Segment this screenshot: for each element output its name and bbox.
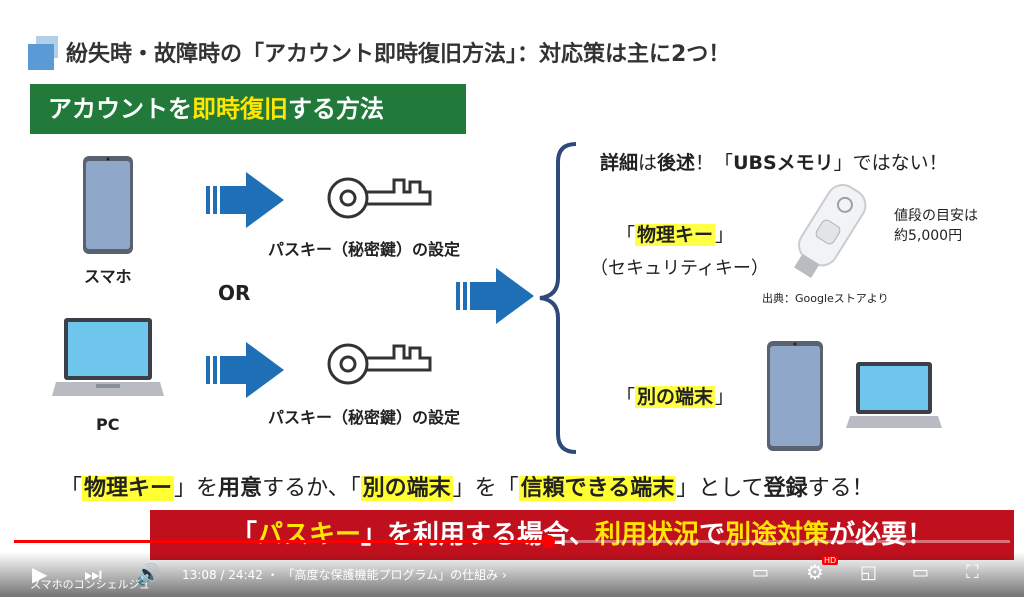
fullscreen-icon[interactable]: ⛶ xyxy=(966,562,979,583)
physical-key-label: 「物理キー」 xyxy=(616,224,735,246)
banner-text: する方法 xyxy=(288,95,384,123)
subtitles-icon[interactable]: ▭ xyxy=(752,562,770,583)
price-note: 値段の目安は 約5,000円 xyxy=(894,208,978,244)
laptop-icon xyxy=(846,362,942,428)
brace-icon xyxy=(539,142,577,454)
miniplayer-icon[interactable]: ◱ xyxy=(860,562,878,583)
passkey-label: パスキー（秘密鍵）の設定 xyxy=(268,408,461,427)
passkey-label: パスキー（秘密鍵）の設定 xyxy=(268,240,461,259)
method-banner: アカウントを即時復旧する方法 xyxy=(30,84,466,134)
pc-label: PC xyxy=(96,415,120,434)
key-icon xyxy=(327,343,432,385)
smartphone-icon xyxy=(767,341,823,451)
channel-watermark: スマホのコンシェルジュ xyxy=(30,578,150,591)
source-note: 出典：Googleストアより xyxy=(762,292,889,305)
next-icon[interactable]: ⏭ xyxy=(84,562,102,586)
progress-fill xyxy=(14,540,548,543)
warning-bar: 「パスキー」を利用する場合、利用状況で別途対策が必要！ xyxy=(150,510,1014,560)
player-controls xyxy=(0,552,1024,597)
title-decoration xyxy=(28,44,54,70)
or-label: OR xyxy=(218,281,251,305)
bottom-statement: 「物理キー」を用意するか、「別の端末」を「信頼できる端末」として登録する！ xyxy=(60,476,874,501)
volume-icon[interactable]: 🔊 xyxy=(136,562,161,586)
time-display: 13:08 / 24:42 ・ 「高度な保護機能プログラム」の仕組み › xyxy=(182,568,507,582)
arrow-right-icon xyxy=(456,268,534,324)
theater-icon[interactable]: ▭ xyxy=(912,562,930,583)
scrubber-handle[interactable] xyxy=(542,535,555,548)
detail-note: 詳細は後述！「UBSメモリ」ではない！ xyxy=(600,152,948,174)
play-icon[interactable]: ▶ xyxy=(32,562,48,586)
smartphone-icon xyxy=(83,156,133,254)
hd-badge: HD xyxy=(822,556,839,565)
laptop-icon xyxy=(52,318,164,396)
slide-title: 紛失時・故障時の「アカウント即時復旧方法」：対応策は主に2つ！ xyxy=(66,42,731,67)
other-device-label: 「別の端末」 xyxy=(616,386,735,408)
banner-text: アカウントを xyxy=(48,95,192,123)
key-icon xyxy=(327,177,432,219)
arrow-right-icon xyxy=(206,342,284,398)
settings-icon[interactable]: ⚙ xyxy=(806,560,824,584)
smartphone-label: スマホ xyxy=(84,267,132,286)
banner-highlight: 即時復旧 xyxy=(192,95,288,123)
security-key-image xyxy=(794,184,867,279)
arrow-right-icon xyxy=(206,172,284,228)
security-key-label: （セキュリティキー） xyxy=(590,258,769,279)
